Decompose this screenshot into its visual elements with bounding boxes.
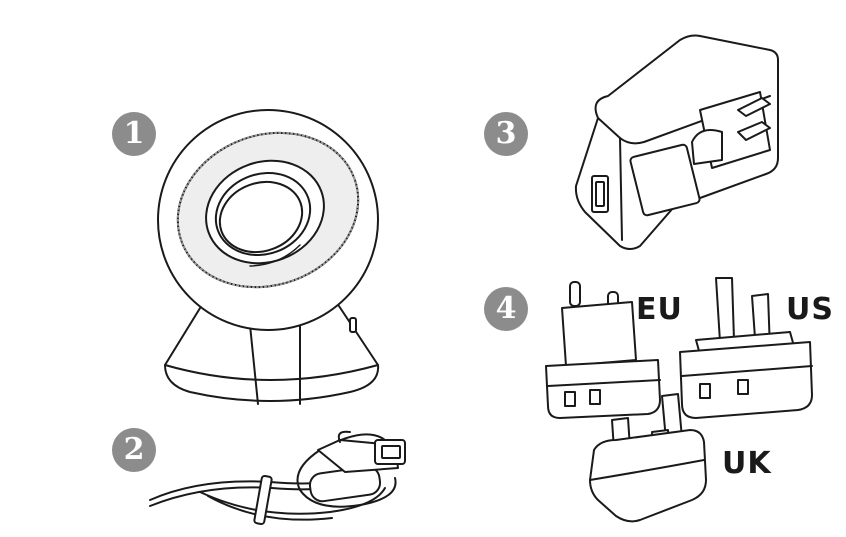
item-number-badge-4: 4 xyxy=(484,287,528,331)
power-adapter-icon xyxy=(574,34,779,250)
usb-cable-icon xyxy=(149,430,406,526)
eu-plug-icon xyxy=(545,281,661,419)
eu-label: EU xyxy=(636,292,683,327)
item-number-badge-3: 3 xyxy=(484,112,528,156)
uk-plug-icon xyxy=(589,393,707,523)
uk-label: UK xyxy=(722,446,772,481)
item-number-badge-1: 1 xyxy=(112,112,156,156)
us-plug-icon xyxy=(679,277,813,419)
us-label: US xyxy=(786,292,834,327)
item-number-badge-2: 2 xyxy=(112,428,156,472)
speaker-icon xyxy=(157,109,380,405)
